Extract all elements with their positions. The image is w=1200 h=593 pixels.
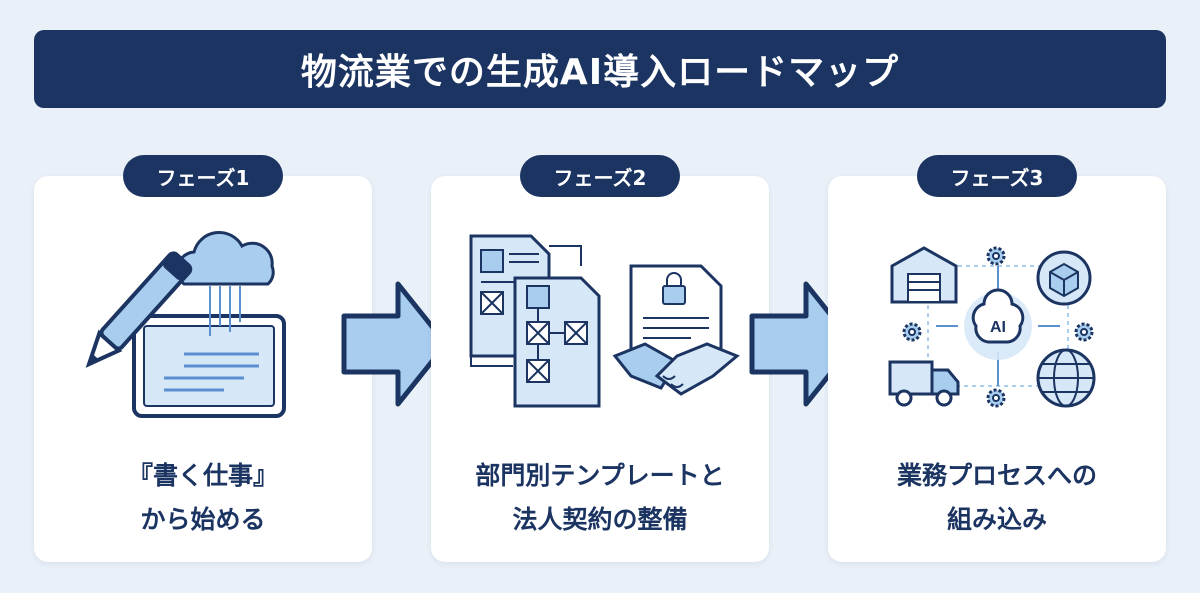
phase2-illustration <box>469 234 740 408</box>
phase2-caption: 部門別テンプレートと 法人契約の整備 <box>431 454 769 542</box>
handshake-icon <box>612 342 740 396</box>
caption-line: から始める <box>140 505 266 534</box>
caption-line: 『書く仕事』 <box>127 461 278 490</box>
caption-line: 業務プロセスへの <box>896 461 1097 490</box>
ai-hub-label: AI <box>990 319 1006 336</box>
pen-icon <box>85 251 193 368</box>
gear-icon <box>902 322 922 342</box>
gear-icon <box>986 388 1006 408</box>
caption-line: 部門別テンプレートと <box>475 461 725 490</box>
phase3-illustration: AI <box>888 246 1096 408</box>
gear-icon <box>1074 322 1094 342</box>
arrow-right-icon <box>341 281 449 407</box>
tablet-icon <box>132 314 286 418</box>
truck-icon <box>888 360 960 407</box>
caption-line: 法人契約の整備 <box>512 505 688 534</box>
phase-label-2: フェーズ2 <box>520 155 680 197</box>
phase-card-1: 『書く仕事』 から始める <box>34 176 372 562</box>
package-icon <box>1036 250 1092 306</box>
warehouse-icon <box>890 246 958 304</box>
phase1-caption: 『書く仕事』 から始める <box>34 454 372 542</box>
page-title: 物流業での生成AI導入ロードマップ <box>300 52 900 93</box>
phase-label-1: フェーズ1 <box>123 155 283 197</box>
title-banner: 物流業での生成AI導入ロードマップ <box>34 30 1166 108</box>
phase1-illustration <box>85 230 286 418</box>
gear-icon <box>986 246 1006 266</box>
ai-brain-icon: AI <box>964 288 1032 360</box>
phase3-caption: 業務プロセスへの 組み込み <box>828 454 1166 542</box>
phase-card-3: AI 業務プロセスへの 組み込み <box>828 176 1166 562</box>
caption-line: 組み込み <box>946 505 1047 534</box>
globe-icon <box>1036 348 1096 408</box>
phase-card-2: 部門別テンプレートと 法人契約の整備 <box>431 176 769 562</box>
flowchart-icon <box>470 245 601 408</box>
phase-label-3: フェーズ3 <box>917 155 1077 197</box>
cloud-icon <box>175 230 275 336</box>
